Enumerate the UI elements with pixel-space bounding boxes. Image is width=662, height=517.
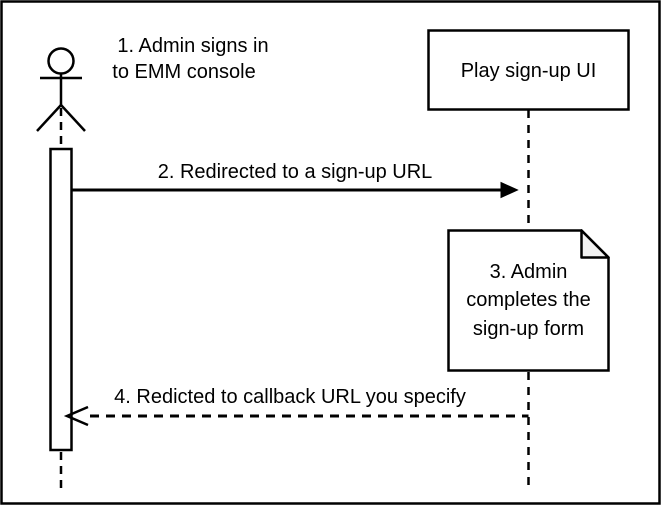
actor-label-line2: to EMM console bbox=[112, 61, 255, 83]
note-outline bbox=[447, 229, 610, 372]
note-fold-icon bbox=[580, 229, 610, 259]
actor-figure-icon bbox=[36, 47, 86, 132]
message-4-arrow bbox=[63, 405, 529, 427]
message-2-label: 2. Redirected to a sign-up URL bbox=[158, 161, 433, 183]
note-label-line3: sign-up form bbox=[473, 318, 584, 340]
actor-label-line1: 1. Admin signs in bbox=[117, 35, 268, 57]
note-label-line2: completes the bbox=[466, 289, 591, 311]
note-shape bbox=[447, 229, 610, 372]
message-2-arrowhead-icon bbox=[500, 181, 519, 199]
message-4-open-arrowhead-icon bbox=[63, 405, 89, 427]
actor-head bbox=[47, 47, 75, 75]
actor-right-leg bbox=[60, 104, 86, 132]
actor-left-leg bbox=[36, 104, 62, 132]
actor-activation-bar bbox=[49, 147, 73, 452]
message-4-label: 4. Redicted to callback URL you specify bbox=[114, 386, 466, 408]
message-2-arrow bbox=[71, 181, 519, 199]
participant-label: Play sign-up UI bbox=[461, 60, 597, 82]
note-label-line1: 3. Admin bbox=[490, 261, 568, 283]
participant-box bbox=[427, 29, 630, 111]
